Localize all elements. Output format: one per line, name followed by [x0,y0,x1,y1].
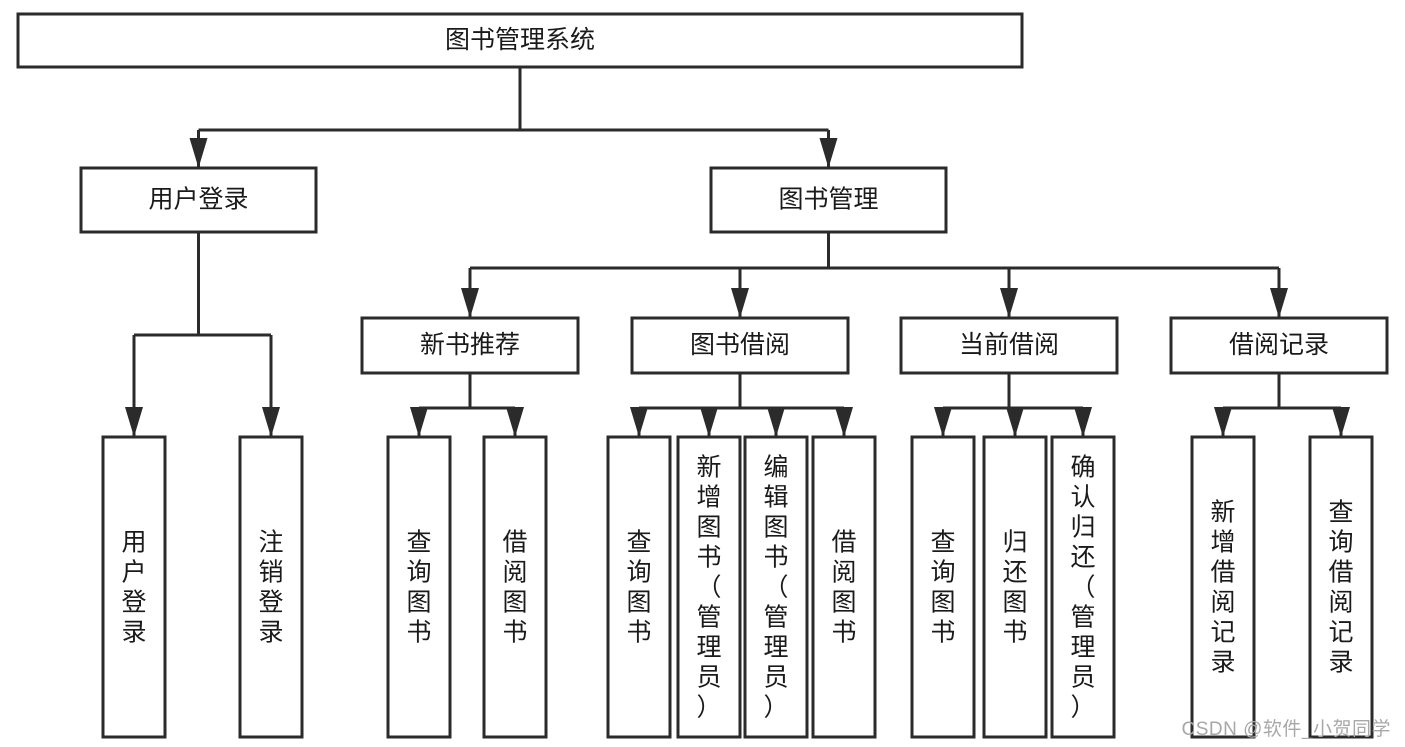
node-box [16,12,1024,69]
arrow-head-icon [767,407,785,437]
arrow-head-icon [835,407,853,437]
arrow-head-icon [410,407,428,437]
node-leaf-7[interactable]: 借阅图书 [811,435,877,739]
node-label: 借阅图书 [502,528,527,646]
node-level3-1[interactable]: 图书借阅 [630,316,850,375]
arrow-head-icon [630,407,648,437]
arrow-head-icon [1000,288,1018,318]
node-leaf-5[interactable]: 新增图书（管理员） [676,435,742,739]
node-box [238,435,304,739]
node-root-0[interactable]: 图书管理系统 [16,12,1024,69]
node-leaf-9[interactable]: 归还图书 [982,435,1048,739]
node-label: 图书管理系统 [445,26,595,54]
arrow-head-icon [125,407,143,437]
arrow-head-icon [1332,407,1350,437]
connector-layer [125,67,1350,437]
node-label: 借阅记录 [1229,331,1329,359]
node-leaf-4[interactable]: 查询图书 [606,435,672,739]
node-label: 查询借阅记录 [1328,498,1353,676]
node-label: 查询图书 [406,528,431,646]
node-label: 新书推荐 [420,331,520,359]
arrow-head-icon [461,288,479,318]
arrow-head-icon [506,407,524,437]
node-label: 查询图书 [626,528,651,646]
node-label: 注销登录 [258,528,283,646]
node-layer: 图书管理系统用户登录图书管理新书推荐图书借阅当前借阅借阅记录用户登录注销登录查询… [16,12,1389,739]
node-box [606,435,672,739]
node-level2-0[interactable]: 用户登录 [79,166,318,234]
node-leaf-11[interactable]: 新增借阅记录 [1190,435,1256,739]
node-level3-2[interactable]: 当前借阅 [899,316,1119,375]
node-label: 编辑图书（管理员） [763,453,788,721]
node-leaf-3[interactable]: 借阅图书 [482,435,548,739]
node-box [360,316,580,375]
node-box [709,166,948,234]
node-label: 用户登录 [121,528,146,646]
node-level3-3[interactable]: 借阅记录 [1169,316,1389,375]
node-box [630,316,850,375]
arrow-head-icon [1074,407,1092,437]
node-leaf-2[interactable]: 查询图书 [386,435,452,739]
arrow-head-icon [189,138,208,168]
node-label: 当前借阅 [959,331,1059,359]
node-box [676,435,742,739]
node-label: 新增图书（管理员） [696,453,721,721]
node-label: 图书借阅 [690,331,790,359]
node-leaf-8[interactable]: 查询图书 [910,435,976,739]
node-level3-0[interactable]: 新书推荐 [360,316,580,375]
node-box [482,435,548,739]
node-box [743,435,809,739]
watermark-label: CSDN @软件_小贺同学 [1181,719,1391,740]
node-box [386,435,452,739]
arrow-head-icon [1006,407,1024,437]
node-box [899,316,1119,375]
node-level2-1[interactable]: 图书管理 [709,166,948,234]
node-leaf-1[interactable]: 注销登录 [238,435,304,739]
node-box [1190,435,1256,739]
node-label: 查询图书 [930,528,955,646]
arrow-head-icon [1270,288,1288,318]
node-label: 归还图书 [1002,528,1027,646]
node-label: 新增借阅记录 [1210,498,1235,676]
node-leaf-6[interactable]: 编辑图书（管理员） [743,435,809,739]
node-label: 用户登录 [148,186,248,214]
node-box [1169,316,1389,375]
node-box [101,435,167,739]
arrow-head-icon [700,407,718,437]
arrow-head-icon [819,138,838,168]
node-leaf-12[interactable]: 查询借阅记录 [1308,435,1374,739]
arrow-head-icon [731,288,749,318]
arrow-head-icon [934,407,952,437]
node-box [811,435,877,739]
node-leaf-0[interactable]: 用户登录 [101,435,167,739]
node-label: 借阅图书 [831,528,856,646]
node-box [79,166,318,234]
node-label: 确认归还（管理员） [1070,453,1095,721]
node-box [1308,435,1374,739]
node-label: 图书管理 [778,186,878,214]
node-box [910,435,976,739]
arrow-head-icon [262,407,280,437]
node-box [1050,435,1116,739]
node-box [982,435,1048,739]
node-leaf-10[interactable]: 确认归还（管理员） [1050,435,1116,739]
arrow-head-icon [1214,407,1232,437]
